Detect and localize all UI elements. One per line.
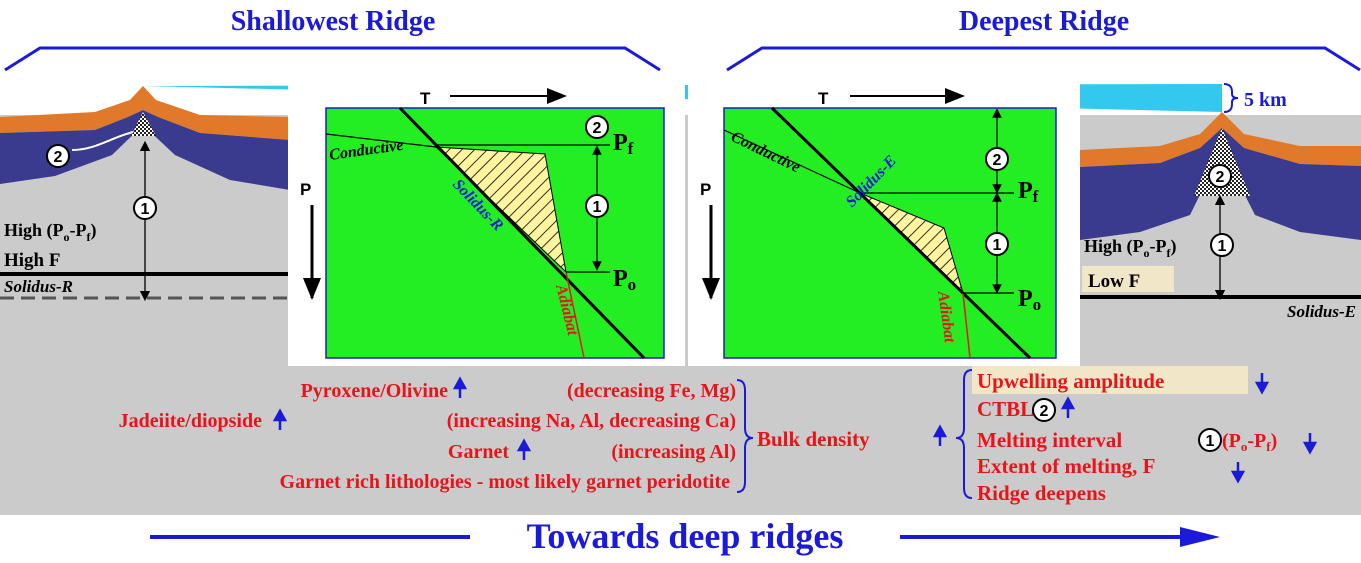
- thickness-label: 5 km: [1244, 89, 1287, 111]
- effect-ctbl-marker-2: [1032, 398, 1056, 422]
- mineral-line-1a: Pyroxene/Olivine: [301, 380, 449, 402]
- upwelling-highlight: [972, 366, 1248, 394]
- right-lithosphere-navy: [1080, 128, 1361, 240]
- pt-left-marker-2: [585, 115, 609, 139]
- right-solidus-label: Solidus-E: [1287, 302, 1356, 321]
- pt-right-marker-2-label: 2: [993, 152, 1002, 169]
- pt-left-marker-1: [585, 194, 609, 218]
- pt-panel-left-field: [325, 107, 665, 359]
- left-marker-1: [133, 196, 157, 220]
- effect-melting-interval-formula: (Po-Pf): [1222, 430, 1277, 454]
- header-shallowest-bracket: [4, 46, 661, 72]
- low-f-highlight: [1082, 266, 1174, 292]
- right-ridge-section: 2 1 High (Po-Pf) Low F Solidus-E: [1080, 112, 1361, 321]
- effect-ctbl-marker-2-label: 2: [1040, 403, 1049, 420]
- right-melt-zone: [1194, 128, 1250, 196]
- pt-panel-right-field: [723, 107, 1057, 359]
- left-ridge-section: 2 1 High (Po-Pf) High F Solidus-R: [0, 86, 290, 302]
- up-arrow-2: [272, 408, 288, 430]
- pt-right-p-arrowhead: [702, 278, 720, 300]
- down-arrow-upwelling: [1254, 373, 1270, 395]
- left-marker-2-label: 2: [54, 149, 63, 166]
- pt-right-t-label: T: [818, 89, 829, 108]
- up-arrow-1: [452, 376, 468, 398]
- pt-right-marker-2: [985, 147, 1009, 171]
- pt-left-marker-2-label: 2: [593, 120, 602, 137]
- pt-left-pf-label: Pf: [613, 130, 634, 158]
- mineral-line-4: Garnet rich lithologies - most likely ga…: [280, 471, 731, 493]
- effect-melting-interval: Melting interval: [977, 428, 1122, 452]
- pt-right-solidus-line: [770, 106, 1032, 360]
- pt-left-p-arrowhead: [303, 278, 321, 300]
- effect-upwelling: Upwelling amplitude: [977, 369, 1164, 393]
- mineral-list: Pyroxene/Olivine (decreasing Fe, Mg) Jad…: [119, 376, 948, 493]
- pt-right-marker-1-label: 1: [993, 237, 1002, 254]
- pt-left-marker-1-label: 1: [593, 199, 602, 216]
- right-marker-2: [1208, 164, 1232, 188]
- down-arrow-extent: [1230, 462, 1246, 484]
- mineral-line-2a: Jadeiite/diopside: [119, 410, 262, 432]
- header-shallowest: Shallowest Ridge: [231, 6, 436, 37]
- left-high-p-label: High (Po-Pf): [4, 220, 97, 244]
- pt-left-po-label: Po: [613, 266, 636, 294]
- right-crust-orange: [1080, 112, 1361, 167]
- right-marker-2-label: 2: [1216, 169, 1225, 186]
- effects-brace: [955, 369, 973, 499]
- up-arrow-ctbl: [1060, 396, 1076, 418]
- mineral-line-2b: (increasing Na, Al, decreasing Ca): [447, 410, 736, 432]
- mineral-line-3b: (increasing Al): [611, 441, 736, 463]
- left-lithosphere-navy: [0, 110, 290, 190]
- pt-right-adiabat-line: [962, 292, 971, 359]
- footer-arrowhead: [1180, 527, 1220, 547]
- left-high-f-label: High F: [4, 250, 60, 271]
- pt-left-conductive-line: [325, 133, 437, 148]
- pt-right-pf-label: Pf: [1018, 178, 1039, 206]
- header-deepest-bracket: [726, 46, 1361, 72]
- bulk-density-label: Bulk density: [757, 427, 870, 451]
- pt-left-solidus-line: [398, 106, 646, 360]
- right-high-p-label: High (Po-Pf): [1084, 236, 1177, 260]
- mineral-line-3a: Garnet: [448, 441, 509, 463]
- left-leader-line: [71, 131, 134, 151]
- left-melt-zone: [131, 112, 156, 136]
- effect-ctbl: CTBL: [977, 397, 1034, 421]
- pt-left-adiabat-line: [565, 271, 585, 359]
- right-marker-1: [1210, 233, 1234, 257]
- pt-right-marker-1: [985, 232, 1009, 256]
- left-crust-orange: [0, 86, 290, 140]
- right-low-f-label: Low F: [1088, 271, 1140, 292]
- pt-left-p-label: P: [300, 180, 311, 199]
- pt-right-po-label: Po: [1018, 286, 1041, 314]
- effect-ridge-deepens: Ridge deepens: [977, 481, 1106, 505]
- pt-left-t-label: T: [420, 89, 431, 108]
- left-solidus-label: Solidus-R: [4, 277, 73, 296]
- footer-label: Towards deep ridges: [527, 516, 844, 556]
- left-marker-1-label: 1: [141, 201, 150, 218]
- mineral-line-1b: (decreasing Fe, Mg): [567, 380, 736, 402]
- pt-right-conductive-line: [723, 129, 861, 194]
- pt-panel-left: T P 2 1 Pf Po Conductive Solidus-R Adiab…: [288, 84, 685, 366]
- effect-melting-marker-1: [1198, 428, 1222, 452]
- thickness-brace: [1223, 83, 1239, 113]
- down-arrow-melting: [1302, 433, 1318, 455]
- mineral-brace: [736, 379, 754, 493]
- up-arrow-bulk: [932, 424, 948, 446]
- left-marker-2: [46, 144, 70, 168]
- pt-right-p-label: P: [700, 180, 711, 199]
- pt-panel-right: T P 2 1 Pf Po Conductive Solidus-E Adiab…: [688, 84, 1080, 366]
- effect-extent: Extent of melting, F: [977, 454, 1155, 478]
- effects-list: Upwelling amplitude CTBL 2 Melting inter…: [955, 366, 1318, 505]
- right-marker-1-label: 1: [1218, 238, 1227, 255]
- up-arrow-3: [516, 438, 532, 460]
- header-deepest: Deepest Ridge: [959, 6, 1129, 37]
- effect-melting-marker-1-label: 1: [1206, 433, 1215, 450]
